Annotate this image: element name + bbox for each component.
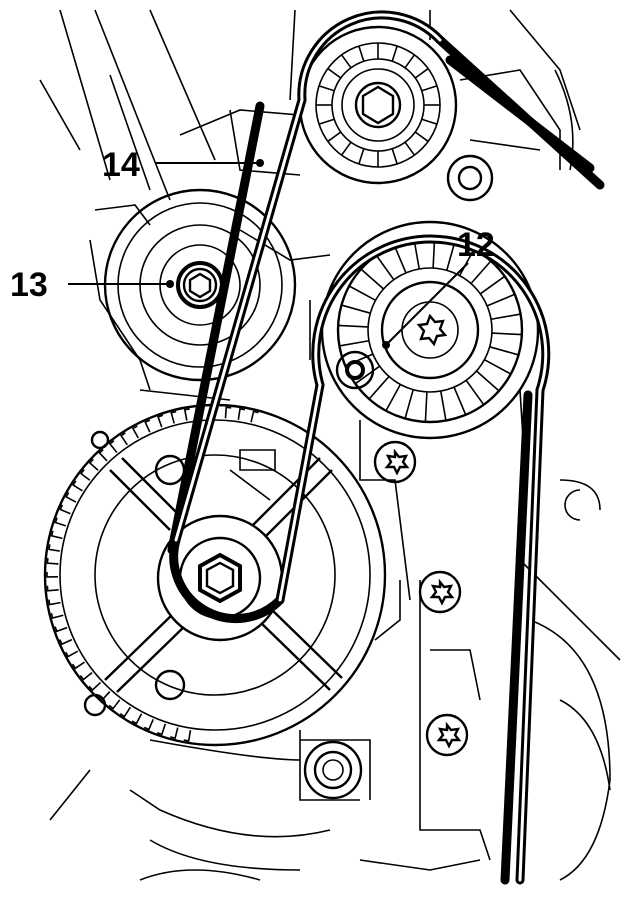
fin-tick [54,626,68,633]
rib-line [341,304,371,314]
fin-tick [59,504,71,515]
fin-tick [170,410,177,424]
rib-line [358,45,365,62]
rib-line [404,141,416,156]
rib-line [340,54,352,69]
fin-tick [183,729,192,742]
rib-line [354,365,381,385]
torx-bolts [373,440,469,757]
fin-tick [54,517,67,527]
rib-line [470,260,492,285]
rib-line [338,324,369,328]
rib-line [421,85,438,92]
fin-tick [46,571,59,578]
fin-tick [46,558,59,565]
fin-tick [237,407,246,420]
fin-tick [65,650,79,658]
fin-tick [131,425,139,439]
fin-tick [50,530,63,540]
fin-tick [144,419,151,433]
upper-idler-ribs [316,43,440,167]
rib-line [421,118,438,125]
fin-tick [119,706,132,718]
fin-tick [48,544,60,552]
rib-line [439,390,447,421]
fin-tick [59,638,73,646]
rib-line [424,391,428,422]
rib-line [490,313,521,321]
rib-line [340,141,352,156]
fin-tick [79,672,93,681]
fin-tick [46,585,59,592]
fin-tick [48,599,61,606]
rib-line [446,241,456,271]
rib-line [339,339,370,347]
rib-line [486,293,516,307]
fin-tick [156,723,167,736]
fin-tick [71,661,85,670]
fin-tick [131,713,143,725]
rib-line [404,389,414,419]
fin-tick [143,719,154,731]
callout-label-12: 12 [457,226,495,264]
rib-line [327,67,342,79]
upper-idler-pulley [298,25,458,185]
rib-line [479,275,506,295]
rib-line [327,131,342,143]
fin-tick [157,414,164,428]
rib-line [414,131,429,143]
rib-line [393,244,407,274]
fin-tick [79,469,91,481]
rib-line [348,285,376,302]
rib-line [489,346,519,356]
fin-tick [65,492,77,503]
serpentine-belt [167,10,605,885]
callout-label-14: 14 [102,146,140,184]
callout-label-13: 13 [10,266,48,304]
fin-tick [108,699,121,710]
rib-line [453,386,467,416]
rib-line [318,85,335,92]
callout-14: 14 [102,146,264,184]
rib-line [358,148,365,165]
rib-line [484,358,512,375]
rib-line [465,379,485,406]
fin-tick [50,612,64,620]
fin-tick [224,406,232,419]
fin-tick [88,458,99,471]
rib-line [458,248,475,276]
fin-tick [108,440,118,453]
rib-line [391,45,398,62]
rib-line [375,254,395,281]
rib-line [414,67,429,79]
bolt-head [446,154,494,202]
rib-line [491,332,522,336]
ribbed-pulley [320,220,540,440]
callout-13: 13 [10,266,174,304]
bolt-head [335,350,375,390]
rib-line [385,384,402,412]
rib-line [391,148,398,165]
rib-line [404,54,416,69]
rib-line [475,370,500,392]
fin-tick [72,480,83,492]
engine-block-outline [39,9,621,881]
rib-line [318,118,335,125]
rib-line [368,375,390,400]
fin-tick [250,410,259,423]
callout-12: 12 [382,226,495,349]
fin-tick [98,448,108,462]
fin-tick [88,681,102,692]
fin-tick [170,727,179,740]
rib-line [360,268,385,290]
lower-idler [300,739,371,800]
fin-tick [183,408,190,421]
fin-tick [119,432,128,446]
